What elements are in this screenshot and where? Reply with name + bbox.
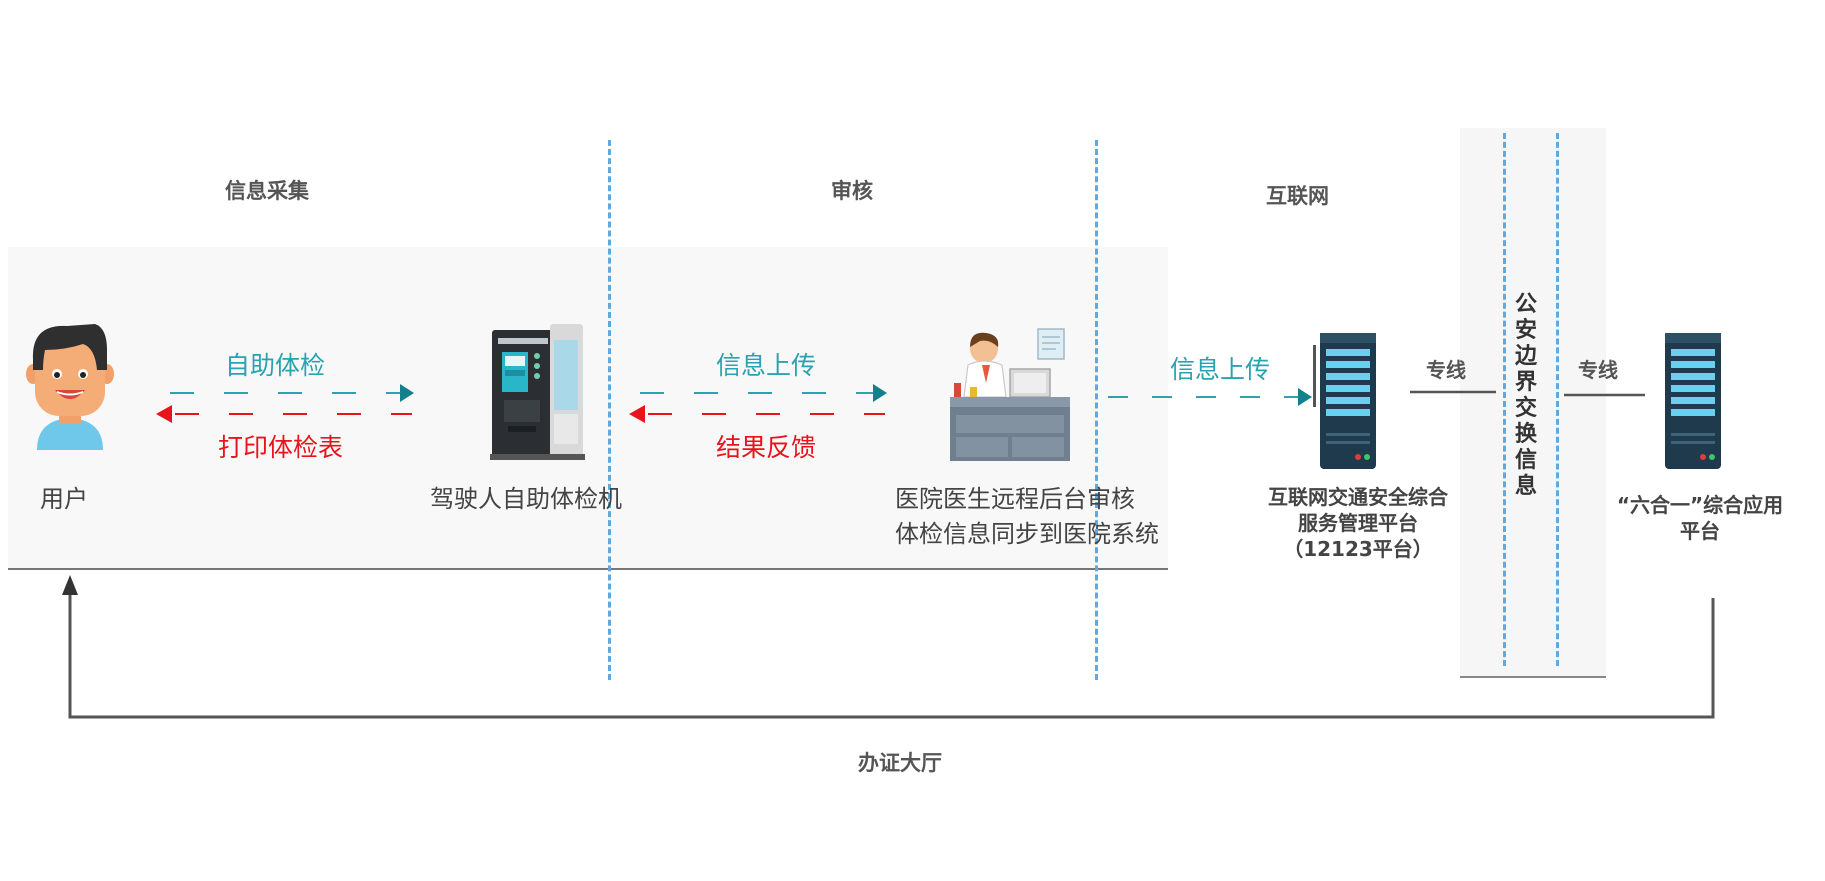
label-upload-1: 信息上传 bbox=[716, 351, 817, 380]
user-avatar-icon bbox=[26, 324, 114, 450]
divider-collect-review bbox=[608, 140, 611, 680]
label-doctor-line2: 体检信息同步到医院系统 bbox=[895, 519, 1159, 548]
label-sixinone-line2: 平台 bbox=[1680, 519, 1720, 543]
band-bottom-line bbox=[8, 568, 1168, 570]
label-doctor: 医院医生远程后台审核 体检信息同步到医院系统 bbox=[895, 482, 1159, 552]
label-12123-platform: 互联网交通安全综合 服务管理平台 （12123平台） bbox=[1268, 484, 1448, 562]
label-dedicated-2: 专线 bbox=[1578, 358, 1618, 382]
exchange-char: 信 bbox=[1514, 447, 1537, 473]
section-title-internet: 互联网 bbox=[1266, 184, 1329, 208]
exam-machine-icon bbox=[490, 324, 585, 460]
exchange-char: 公 bbox=[1514, 292, 1537, 317]
label-user: 用户 bbox=[40, 485, 88, 513]
label-sixinone-platform: “六合一”综合应用 平台 bbox=[1610, 492, 1790, 544]
section-title-review: 审核 bbox=[831, 179, 873, 203]
zone-divider-left bbox=[1503, 133, 1506, 666]
return-path-arrowhead bbox=[62, 575, 78, 595]
label-12123-line2: 服务管理平台 bbox=[1298, 511, 1418, 535]
divider-review-internet bbox=[1095, 140, 1098, 680]
doctor-icon bbox=[950, 328, 1070, 461]
return-path-line bbox=[68, 590, 1715, 719]
upload-1-arrowhead bbox=[873, 384, 887, 402]
label-doctor-line1: 医院医生远程后台审核 bbox=[895, 485, 1135, 513]
exchange-char: 息 bbox=[1514, 473, 1537, 499]
exchange-char: 界 bbox=[1514, 369, 1537, 395]
upload-2-arrowhead bbox=[1298, 388, 1312, 406]
self-exam-arrowhead bbox=[400, 384, 414, 402]
security-exchange-zone bbox=[1460, 128, 1606, 678]
label-dedicated-1: 专线 bbox=[1426, 358, 1466, 382]
server-12123-icon bbox=[1320, 333, 1376, 469]
label-exam-machine: 驾驶人自助体检机 bbox=[430, 485, 622, 513]
platform-bracket bbox=[1313, 345, 1316, 407]
exchange-char: 安 bbox=[1514, 317, 1537, 343]
label-print-form: 打印体检表 bbox=[218, 433, 344, 462]
section-title-collect: 信息采集 bbox=[225, 179, 309, 203]
label-upload-2: 信息上传 bbox=[1170, 355, 1271, 384]
exchange-char: 换 bbox=[1514, 421, 1537, 447]
label-sixinone-line1: “六合一”综合应用 bbox=[1616, 493, 1784, 517]
label-12123-line3: （12123平台） bbox=[1283, 537, 1433, 561]
label-license-hall: 办证大厅 bbox=[858, 751, 942, 775]
feedback-arrowhead bbox=[629, 405, 645, 423]
label-self-exam: 自助体检 bbox=[225, 351, 326, 380]
exchange-char: 交 bbox=[1514, 395, 1537, 421]
print-form-arrowhead bbox=[156, 405, 172, 423]
security-exchange-label: 公 安 边 界 交 换 信 息 bbox=[1506, 292, 1546, 500]
exchange-char: 边 bbox=[1514, 343, 1537, 369]
zone-divider-right bbox=[1556, 133, 1559, 666]
label-feedback: 结果反馈 bbox=[716, 433, 817, 462]
label-12123-line1: 互联网交通安全综合 bbox=[1268, 485, 1448, 509]
server-sixinone-icon bbox=[1665, 333, 1721, 469]
